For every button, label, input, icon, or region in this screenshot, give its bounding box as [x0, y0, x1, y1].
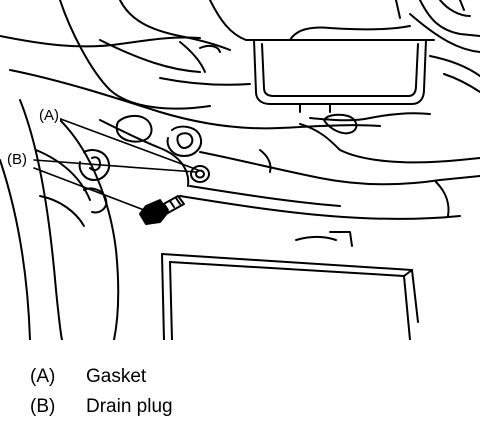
callout-gasket: (A)	[38, 107, 60, 124]
underbody-contours	[0, 0, 251, 110]
callout-drain-plug: (B)	[6, 151, 28, 168]
gasket-part	[190, 165, 210, 183]
legend-key: (B)	[30, 396, 56, 417]
engine-block	[395, 0, 480, 93]
legend-text: Gasket	[86, 366, 147, 387]
oil-pan	[245, 25, 435, 113]
drain-plug-illustration	[0, 0, 480, 340]
drain-plug-part	[139, 195, 185, 225]
legend-row-gasket: (A) Gasket	[30, 362, 450, 392]
mount-bracket	[78, 114, 202, 214]
drain-pan	[161, 231, 419, 340]
legend-row-drain-plug: (B) Drain plug	[30, 392, 450, 422]
legend-text: Drain plug	[86, 396, 173, 417]
wheel	[0, 99, 120, 340]
legend-key: (A)	[30, 366, 56, 387]
parts-legend: (A) Gasket (B) Drain plug	[30, 362, 450, 422]
crossmember	[9, 69, 480, 220]
callout-leader-lines	[33, 117, 199, 211]
